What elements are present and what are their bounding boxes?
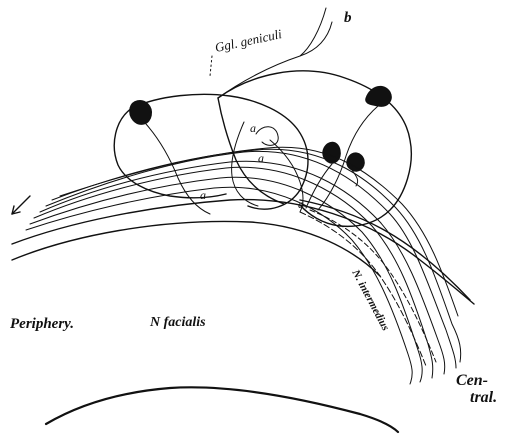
central-label-line-1: Cen- bbox=[456, 372, 488, 389]
label-a-4: a bbox=[298, 197, 304, 211]
intermedius-label: N. intermedius bbox=[349, 267, 392, 333]
ganglion-pointer bbox=[210, 56, 212, 76]
lower-contour bbox=[12, 221, 380, 276]
label-a-1: a bbox=[250, 121, 256, 135]
facialis-label: N facialis bbox=[149, 315, 206, 330]
bundle-fiber bbox=[40, 161, 445, 374]
ganglion-left-lobe-lower bbox=[114, 108, 226, 198]
fiber-b-2 bbox=[300, 8, 326, 56]
nerve-bundle bbox=[26, 147, 461, 384]
ganglion-label: Ggl. geniculi bbox=[214, 26, 284, 55]
periphery-label: Periphery. bbox=[10, 316, 74, 332]
facial-nerve-trunk bbox=[12, 200, 474, 304]
arrow-down-left-icon bbox=[12, 196, 30, 214]
ganglion-cell-middle bbox=[323, 142, 341, 163]
cell-loop-1 bbox=[256, 127, 278, 146]
ganglion-cell-left bbox=[130, 101, 152, 125]
label-a-3: a bbox=[200, 188, 206, 202]
bottom-arc bbox=[46, 387, 398, 432]
bundle-fiber bbox=[34, 167, 433, 378]
bundle-fiber bbox=[26, 187, 412, 384]
label-b: b bbox=[344, 10, 352, 26]
label-a-2: a bbox=[258, 151, 264, 165]
bundle-fiber bbox=[60, 147, 458, 316]
ganglion-cell-lower bbox=[347, 153, 365, 171]
central-label-line-2: tral. bbox=[470, 389, 497, 406]
